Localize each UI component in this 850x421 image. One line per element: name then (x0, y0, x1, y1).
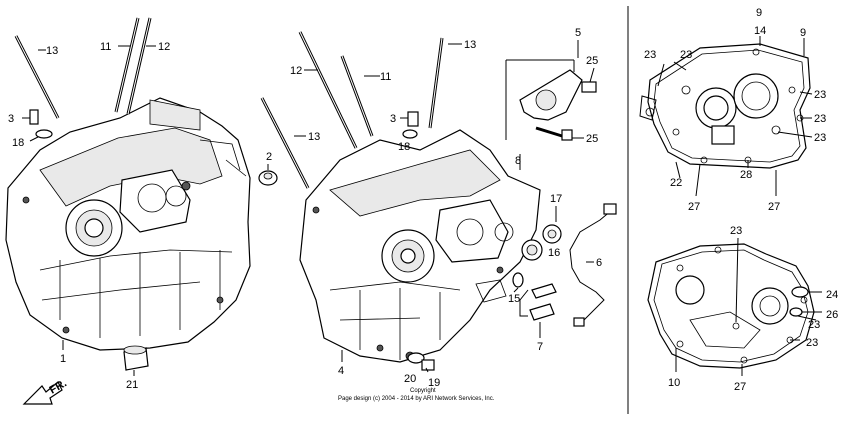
callout-23: 23 (814, 132, 826, 144)
callout-24: 24 (826, 289, 838, 301)
callout-5: 5 (575, 27, 581, 39)
collar-2 (258, 164, 278, 186)
stud-bolt-11-right (340, 55, 374, 137)
callout-3: 3 (390, 113, 396, 125)
callout-14: 14 (754, 25, 766, 37)
dowel-24 (791, 286, 822, 298)
bolt-25-lower (535, 126, 584, 141)
callout-6: 6 (596, 257, 602, 269)
dowel-pin-3-right (400, 111, 419, 127)
callout-9: 9 (756, 7, 762, 19)
callout-22: 22 (670, 177, 682, 189)
callout-28: 28 (740, 169, 752, 181)
bearing-16 (521, 239, 543, 261)
callout-9: 9 (800, 27, 806, 39)
sensor-wire-6 (569, 203, 617, 327)
callout-19: 19 (428, 377, 440, 389)
callout-23: 23 (814, 113, 826, 125)
switch-8-upper (531, 283, 557, 299)
callout-21: 21 (126, 379, 138, 391)
callout-12: 12 (290, 65, 302, 77)
stud-bolt-11-left (114, 17, 140, 113)
bearing-21 (123, 345, 149, 376)
callout-3: 3 (8, 113, 14, 125)
callout-10: 10 (668, 377, 680, 389)
callout-23: 23 (680, 49, 692, 61)
copyright-line-2: Page design (c) 2004 - 2014 by ARI Netwo… (338, 396, 495, 402)
callout-1: 1 (60, 353, 66, 365)
washer-15 (512, 272, 524, 293)
callout-15: 15 (508, 293, 520, 305)
stud-bolt-13-right-lower (260, 97, 310, 189)
bolt-25-upper (581, 67, 597, 93)
callout-11: 11 (100, 41, 111, 53)
callout-18: 18 (12, 137, 24, 149)
callout-2: 2 (266, 151, 272, 163)
callout-12: 12 (158, 41, 170, 53)
callout-23: 23 (808, 319, 820, 331)
bracket-5 (505, 59, 583, 140)
switch-8-lower (529, 303, 555, 321)
callout-18: 18 (398, 141, 410, 153)
right-crankcase-half (299, 129, 541, 363)
callout-11: 11 (380, 71, 391, 83)
lower-gasket-10 (647, 243, 815, 369)
callout-13: 13 (308, 131, 320, 143)
callout-4: 4 (338, 365, 344, 377)
callout-23: 23 (644, 49, 656, 61)
callout-27: 27 (688, 201, 700, 213)
stud-bolt-13-left (14, 35, 60, 119)
callout-8: 8 (515, 155, 521, 167)
leader-lines (38, 40, 817, 376)
callout-23: 23 (806, 337, 818, 349)
washer-26 (789, 307, 822, 317)
callout-13: 13 (46, 45, 58, 57)
callout-20: 20 (404, 373, 416, 385)
washer-20 (407, 352, 425, 364)
front-label: FR. (48, 377, 69, 396)
upper-gasket-14 (639, 43, 811, 169)
callout-27: 27 (768, 201, 780, 213)
callout-23: 23 (814, 89, 826, 101)
left-crankcase-half (5, 97, 251, 351)
oring-18-right (402, 129, 418, 139)
callout-13: 13 (464, 39, 476, 51)
callout-25: 25 (586, 55, 598, 67)
stud-bolt-12-right (298, 31, 358, 149)
callout-17: 17 (550, 193, 562, 205)
callout-7: 7 (537, 341, 543, 353)
front-direction-arrow: FR. (22, 377, 69, 405)
oring-18-left (29, 129, 53, 142)
copyright-line-1: Copyright (410, 388, 436, 394)
stud-bolt-13-right-upper (428, 37, 444, 129)
callout-26: 26 (826, 309, 838, 321)
callout-16: 16 (548, 247, 560, 259)
stud-bolt-12-left (126, 17, 152, 115)
seal-17 (542, 206, 562, 244)
bolt-19 (421, 359, 435, 371)
callout-25: 25 (586, 133, 598, 145)
dowel-pin-3-left (22, 109, 39, 125)
callout-27: 27 (734, 381, 746, 393)
callout-23: 23 (730, 225, 742, 237)
